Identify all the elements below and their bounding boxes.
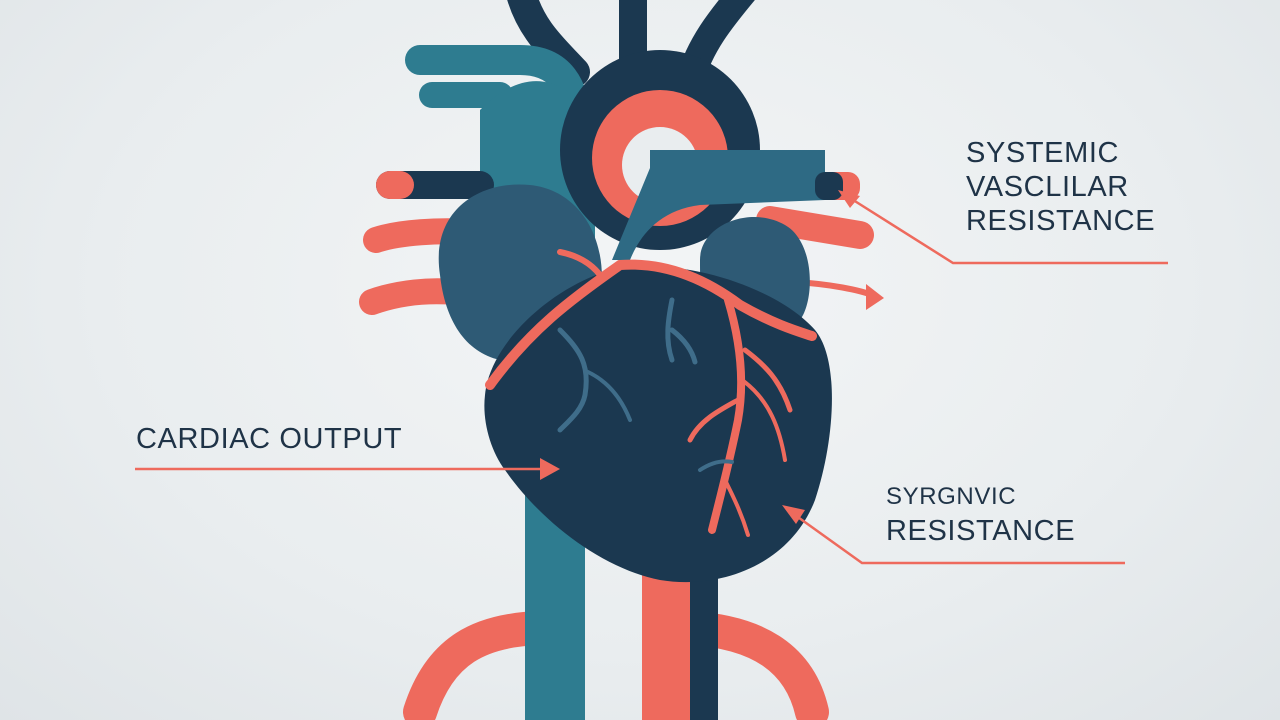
vein-left — [557, 327, 589, 433]
svr-leader-arrow — [838, 190, 860, 208]
systemic-vascular-resistance-label: SYSTEMIC VASCLILAR RESISTANCE — [966, 136, 1155, 238]
sr-leader-line — [794, 513, 1125, 565]
coronary-artery-main — [485, 259, 817, 390]
pulmonary-artery — [612, 150, 825, 260]
svr-line-1: SYSTEMIC — [966, 137, 1120, 169]
sr-line-1: SYRGNVIC — [886, 483, 1017, 510]
co-line-1: CARDIAC OUTPUT — [136, 423, 403, 455]
coronary-branch-2 — [742, 347, 793, 413]
vein-left-branch — [586, 370, 632, 422]
right-red-arrow — [866, 284, 884, 310]
systemic-resistance-label: SYRGNVIC RESISTANCE — [886, 480, 1075, 548]
coronary-branch-4 — [723, 478, 750, 537]
co-leader-arrow — [540, 458, 560, 480]
svr-leader-line — [849, 196, 1168, 265]
coronary-branch-5 — [557, 249, 603, 278]
pulmonary-artery-end-dark — [815, 172, 843, 200]
lower-left-arch — [403, 611, 557, 720]
vein-center — [665, 297, 698, 365]
vein-lower — [698, 459, 734, 472]
coronary-branch-3 — [740, 378, 787, 462]
sr-line-2: RESISTANCE — [886, 515, 1076, 547]
svr-line-3: RESISTANCE — [966, 205, 1156, 237]
right-red-vessel-top — [756, 206, 874, 249]
cardiac-output-label: CARDIAC OUTPUT — [136, 422, 402, 456]
coronary-branch-1 — [687, 397, 741, 443]
svr-line-2: VASCLILAR — [966, 171, 1129, 203]
left-red-vessel-low — [359, 278, 468, 315]
coronary-artery-descending — [708, 296, 746, 534]
sr-leader-arrow — [782, 505, 805, 524]
